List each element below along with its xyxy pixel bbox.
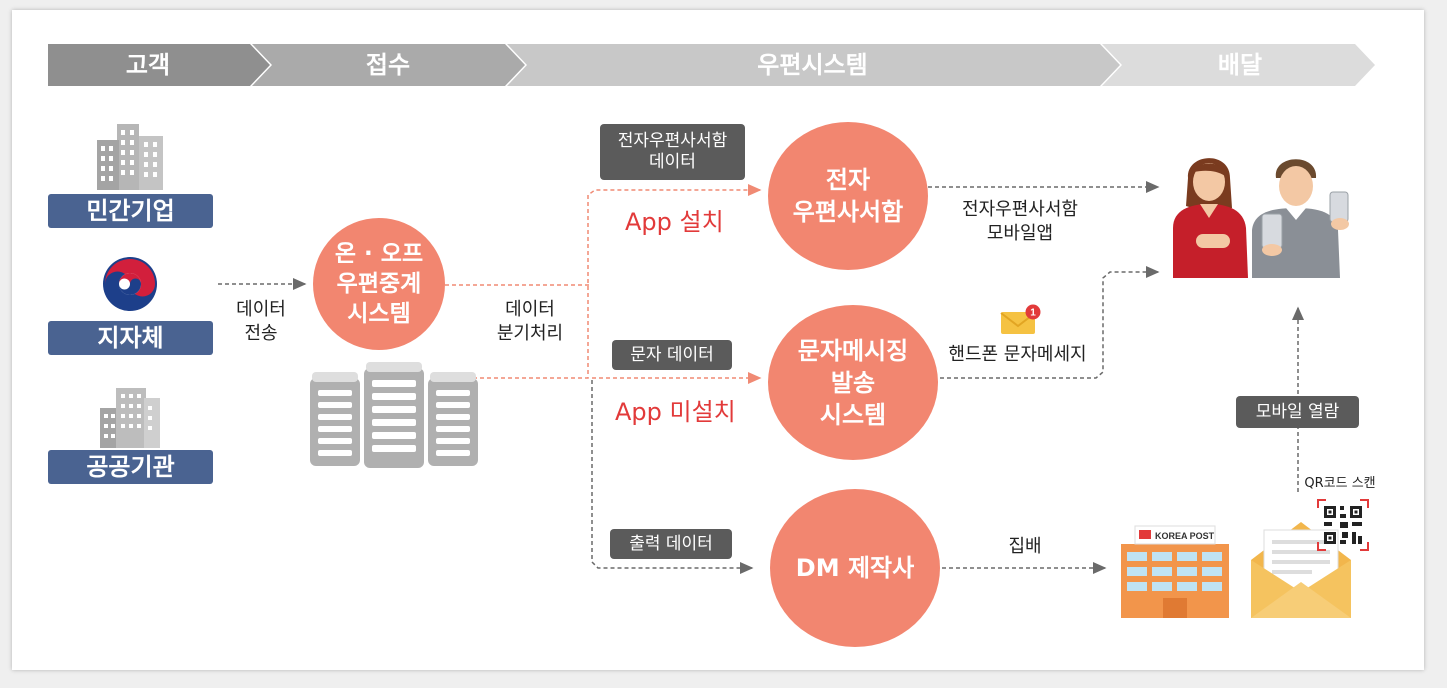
korea-post-logo-icon bbox=[1139, 530, 1151, 539]
label-data-branch: 데이터 분기처리 bbox=[484, 298, 576, 346]
customer-private-enterprise: 민간기업 bbox=[48, 194, 213, 228]
tag-electronic-data: 전자우편사서함 데이터 bbox=[600, 124, 745, 180]
notification-badge bbox=[1025, 304, 1041, 320]
relay-system-line1: 온 · 오프 bbox=[334, 241, 424, 267]
sms-system-line1: 문자메시징 bbox=[797, 336, 909, 365]
label-phone-sms: 핸드폰 문자메세지 bbox=[948, 344, 1087, 365]
post-office-building-icon: KOREA POST bbox=[1121, 525, 1229, 618]
envelope-notification-icon: 1 bbox=[1000, 304, 1041, 334]
customer-public-institution: 공공기관 bbox=[48, 450, 213, 484]
sms-system-line3: 시스템 bbox=[819, 400, 887, 429]
mail-envelope-icon bbox=[1251, 522, 1351, 618]
relay-system-line2: 우편중계 bbox=[336, 271, 422, 297]
recipients-people-icon bbox=[1173, 158, 1349, 278]
stage-arrow-postal-system bbox=[507, 44, 1120, 86]
korea-post-text: KOREA POST bbox=[1155, 531, 1215, 541]
label-data-transfer-line2: 전송 bbox=[244, 323, 278, 344]
tag-sms-data: 문자 데이터 bbox=[612, 340, 732, 370]
label-data-branch-line2: 분기처리 bbox=[496, 323, 564, 344]
notification-badge-count: 1 bbox=[1030, 308, 1036, 319]
connector-to-dm bbox=[591, 380, 754, 574]
label-data-transfer: 데이터 전송 bbox=[225, 298, 297, 346]
stage-delivery: 배달 bbox=[1217, 51, 1263, 79]
relay-system-line3: 시스템 bbox=[347, 301, 411, 327]
label-collect-deliver: 집배 bbox=[1008, 536, 1042, 557]
government-emblem-icon bbox=[103, 257, 157, 311]
server-rack-icon bbox=[310, 362, 478, 468]
sms-system-circle: 문자메시징 발송 시스템 bbox=[768, 305, 938, 460]
label-app-not-installed: App 미설치 bbox=[615, 398, 736, 426]
label-data-transfer-line1: 데이터 bbox=[236, 299, 286, 320]
electronic-mailbox-circle: 전자 우편사서함 bbox=[768, 122, 928, 270]
label-app-installed: App 설치 bbox=[625, 208, 724, 236]
stage-customer: 고객 bbox=[125, 51, 171, 79]
connector-branch-orange bbox=[445, 184, 762, 379]
dm-producer-circle: DM 제작사 bbox=[770, 489, 940, 647]
label-data-branch-line1: 데이터 bbox=[505, 299, 555, 320]
electronic-mailbox-line2: 우편사서함 bbox=[792, 198, 904, 226]
label-mobile-app-line1: 전자우편사서함 bbox=[962, 199, 1078, 220]
stage-reception: 접수 bbox=[365, 51, 411, 79]
public-institution-building-icon bbox=[100, 388, 160, 448]
qr-code-icon bbox=[1317, 499, 1369, 551]
stage-postal-system: 우편시스템 bbox=[757, 51, 868, 79]
relay-system-circle: 온 · 오프 우편중계 시스템 bbox=[313, 218, 445, 350]
enterprise-building-icon bbox=[97, 124, 163, 190]
tag-electronic-data-line2: 데이터 bbox=[649, 152, 696, 172]
tag-print-data: 출력 데이터 bbox=[610, 529, 732, 559]
tag-mobile-open: 모바일 열람 bbox=[1236, 396, 1359, 428]
customer-local-government: 지자체 bbox=[48, 321, 213, 355]
electronic-mailbox-line1: 전자 bbox=[825, 166, 871, 194]
label-qr-scan: QR코드 스캔 bbox=[1304, 476, 1376, 491]
tag-electronic-data-line1: 전자우편사서함 bbox=[617, 131, 728, 151]
stage-arrow-reception bbox=[252, 44, 525, 86]
label-mobile-app-line2: 모바일앱 bbox=[986, 223, 1054, 244]
connector-to-sms-user bbox=[940, 266, 1160, 379]
label-mobile-app: 전자우편사서함 모바일앱 bbox=[950, 198, 1090, 246]
sms-system-line2: 발송 bbox=[830, 368, 876, 397]
stage-arrow-delivery bbox=[1102, 44, 1375, 86]
stage-arrow-customer bbox=[48, 44, 270, 86]
